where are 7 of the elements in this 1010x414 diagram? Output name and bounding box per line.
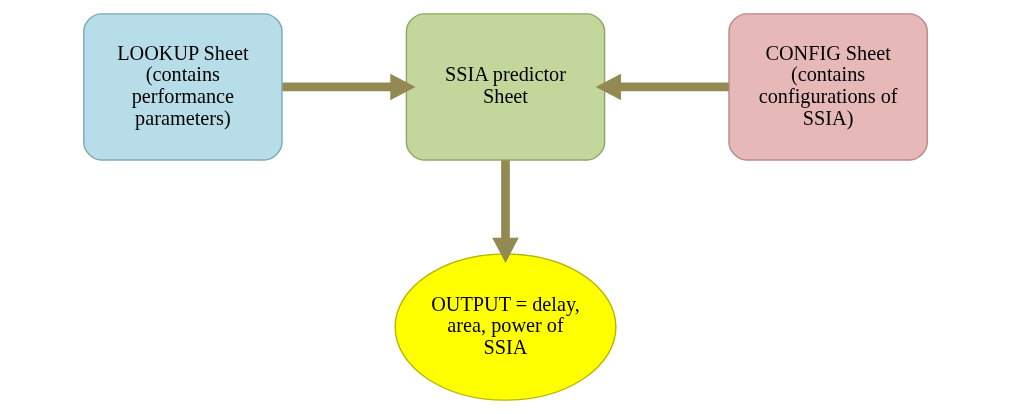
arrow — [595, 73, 729, 101]
node-box: CONFIG Sheet (contains configurations of SSIA) — [727, 13, 928, 161]
arrow — [491, 160, 519, 263]
arrow — [281, 73, 415, 101]
node-ellipse: OUTPUT = delay, area, power of SSIA — [393, 253, 617, 401]
node-box: SSIA predictor Sheet — [405, 13, 605, 161]
node-box: LOOKUP Sheet (contains performance parameters) — [82, 13, 283, 161]
